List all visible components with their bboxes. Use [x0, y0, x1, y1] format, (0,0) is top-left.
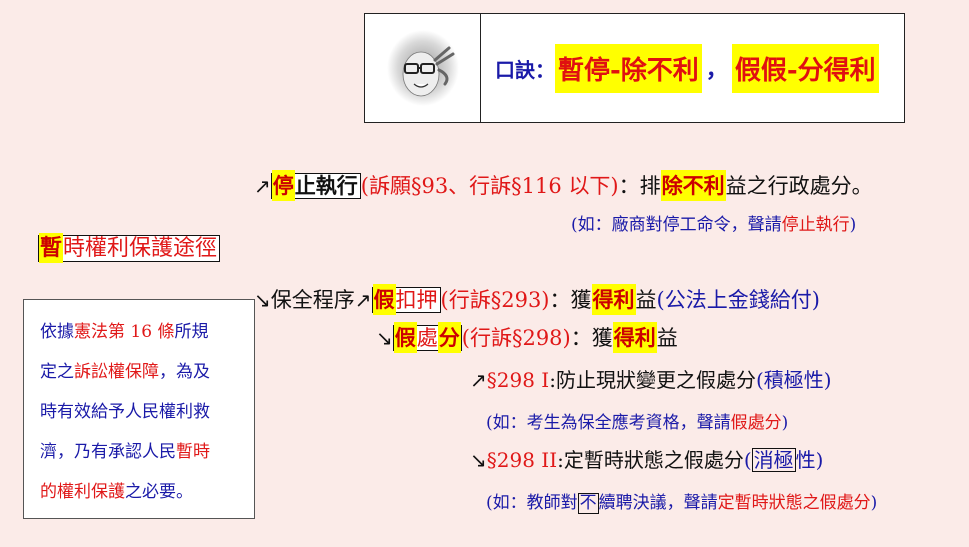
note-highlight: 訴訟權保障: [74, 362, 159, 382]
para2-note-close: 性): [795, 448, 824, 472]
note-line-4: 濟，乃有承認人民暫時: [40, 432, 254, 472]
note-line-1: 依據憲法第 16 條所規: [40, 312, 254, 352]
seizure-reference: (行訴§293): [440, 288, 550, 312]
stop-colon: ：排: [618, 174, 661, 198]
seizure-rest: 扣押: [395, 288, 438, 312]
stop-example-text: (如：廠商對停工命令，聲請: [571, 215, 782, 235]
injunction-reference: (行訴§298): [461, 326, 571, 350]
injunction-key: 得利: [612, 322, 657, 353]
mnemonic-separator: ，: [705, 57, 728, 83]
note-line-2: 定之訴訟權保障，為及: [40, 352, 254, 392]
arrow-up-right-icon: ↗: [254, 174, 271, 198]
note-line-5: 的權利保護之必要。: [40, 472, 254, 512]
note-text: 所規: [174, 322, 209, 342]
note-text: 濟，乃有承認人民: [40, 442, 176, 462]
stop-first-char: 停: [271, 170, 295, 201]
arrow-down-right-icon: ↘: [254, 288, 271, 312]
mnemonic-phrase-1: 暫停-除不利: [555, 43, 702, 93]
para1-example-key: 假處分: [730, 413, 782, 433]
preservation-label: 保全程序: [270, 288, 355, 312]
branch-injunction: ↘假處分(行訴§298)：獲得利益: [376, 322, 678, 353]
para1-text: :防止現狀變更之假處分: [549, 368, 756, 392]
para2-example-mid: 續聘決議，聲請: [598, 493, 718, 513]
injunction-char-1: 假: [393, 322, 417, 353]
arrow-up-right-icon: ↗: [354, 288, 372, 312]
para-298-2: ↘§298 II:定暫時狀態之假處分(消極性): [470, 444, 823, 473]
avatar: [365, 14, 481, 122]
note-text: 之必要。: [125, 482, 193, 502]
root-node: 暫時權利保護途徑: [38, 233, 221, 263]
constitution-note-box: 依據憲法第 16 條所規 定之訴訟權保障，為及 時有效給予人民權利救 濟，乃有承…: [23, 299, 255, 519]
stop-example: (如：廠商對停工命令，聲請停止執行): [571, 210, 856, 235]
para2-example-text: (如：教師對: [486, 493, 578, 513]
seizure-first-char: 假: [372, 284, 396, 315]
note-text: ，為及: [159, 362, 210, 382]
stop-key: 除不利: [660, 170, 726, 201]
branch-stop-execution: ↗停止執行(訴願§93、行訴§116 以下)：排除不利益之行政處分。: [254, 170, 873, 201]
note-highlight: 憲法第 16 條: [74, 322, 175, 342]
para2-example-key: 定暫時狀態之假處分: [717, 493, 871, 513]
para2-example: (如：教師對不續聘決議，聲請定暫時狀態之假處分): [486, 488, 877, 514]
arrow-up-right-icon: ↗: [470, 368, 487, 392]
para1-example-close: ): [781, 413, 789, 433]
stop-rest: 止執行: [294, 173, 358, 198]
note-highlight: 暫時: [176, 442, 210, 462]
injunction-colon: ：獲: [570, 326, 613, 350]
note-line-3: 時有效給予人民權利救: [40, 392, 254, 432]
stop-example-close: ): [849, 215, 857, 235]
note-text: 依據: [40, 322, 74, 342]
para-298-1: ↗§298 I:防止現狀變更之假處分(積極性): [470, 364, 832, 393]
para2-text: :定暫時狀態之假處分: [557, 448, 744, 472]
note-text: 定之: [40, 362, 74, 382]
stop-tail: 益之行政處分。: [725, 174, 873, 198]
mnemonic-phrase-2: 假假-分得利: [731, 43, 879, 93]
para2-example-boxed: 不: [577, 493, 599, 514]
injunction-tail: 益: [656, 326, 678, 350]
para1-reference: §298 I: [486, 368, 550, 392]
para2-reference: §298 II: [486, 448, 558, 472]
stop-reference: (訴願§93、行訴§116 以下): [360, 174, 619, 198]
injunction-char-2: 處: [416, 326, 438, 350]
root-title: 時權利保護途徑: [63, 236, 218, 261]
seizure-colon: ：獲: [549, 288, 592, 312]
root-first-char: 暫: [39, 233, 64, 263]
arrow-down-right-icon: ↘: [376, 326, 393, 350]
arrow-down-right-icon: ↘: [470, 448, 487, 472]
para1-example: (如：考生為保全應考資格，聲請假處分): [486, 408, 788, 433]
note-highlight: 的權利保護: [40, 482, 125, 502]
mnemonic-label: 口訣：: [495, 57, 555, 82]
seizure-tail: 益: [635, 288, 657, 312]
seizure-key: 得利: [591, 284, 636, 315]
para2-example-close: ): [870, 493, 878, 513]
branch-preservation: ↘保全程序↗假扣押(行訴§293)：獲得利益(公法上金錢給付): [254, 284, 820, 315]
injunction-char-3: 分: [437, 322, 461, 353]
mnemonic-box: 口訣： 暫停-除不利 ， 假假-分得利: [364, 13, 905, 123]
portrait-sketch-icon: [387, 30, 459, 106]
para2-note-open: (: [743, 448, 752, 472]
para1-note: (積極性): [755, 368, 832, 392]
para1-example-text: (如：考生為保全應考資格，聲請: [486, 413, 731, 433]
stop-example-key: 停止執行: [781, 215, 850, 235]
para2-note-boxed: 消極: [751, 448, 796, 472]
seizure-note: (公法上金錢給付): [656, 288, 820, 312]
note-text: 時有效給予人民權利救: [40, 402, 210, 422]
